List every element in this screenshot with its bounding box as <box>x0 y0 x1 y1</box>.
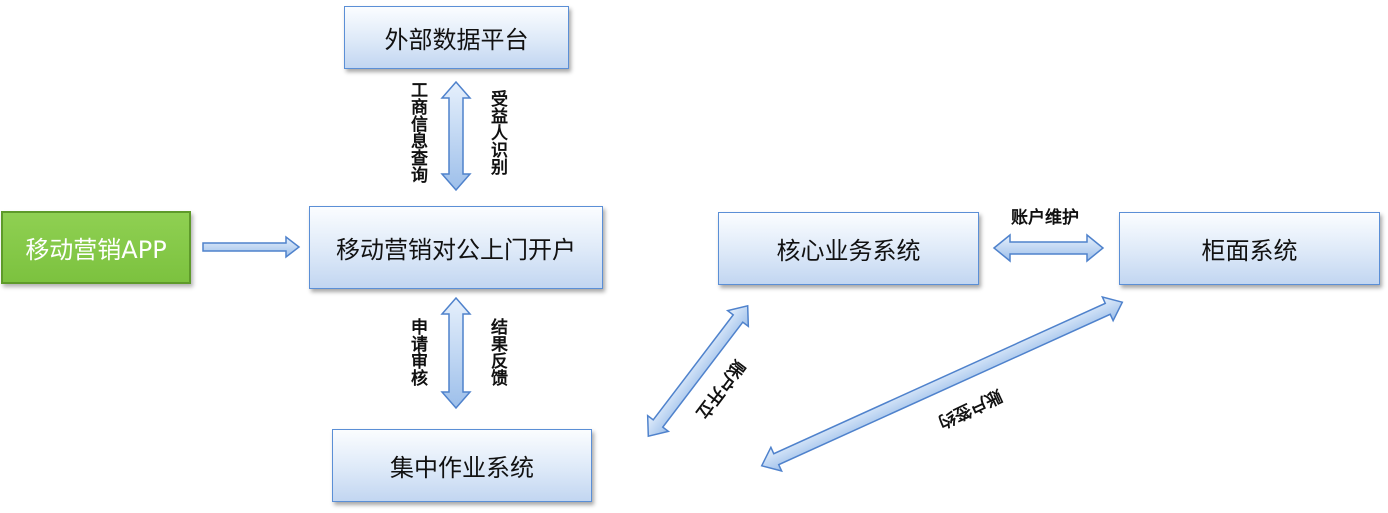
node-mobile-open-account: 移动营销对公上门开户 <box>309 206 603 289</box>
node-label: 核心业务系统 <box>776 237 921 265</box>
edge-label-application-review: 申请审核 <box>407 318 427 386</box>
node-label: 移动营销APP <box>25 236 167 264</box>
arrow-central-core <box>646 304 750 438</box>
node-label: 集中作业系统 <box>390 454 534 482</box>
edge-label-result-feedback: 结果反馈 <box>487 318 507 386</box>
node-label: 外部数据平台 <box>384 26 529 54</box>
arrow-central-counter <box>760 295 1124 473</box>
node-central-operation-system: 集中作业系统 <box>332 429 592 502</box>
node-counter-system: 柜面系统 <box>1119 212 1380 285</box>
node-external-data-platform: 外部数据平台 <box>344 6 569 69</box>
arrow-app-mobile <box>202 235 301 259</box>
arrow-mobile-central <box>440 296 472 410</box>
node-mobile-marketing-app: 移动营销APP <box>1 211 191 284</box>
node-label: 柜面系统 <box>1201 237 1298 265</box>
arrow-external-mobile <box>440 80 472 192</box>
edge-label-business-info-query: 工商信息查询 <box>407 81 427 183</box>
edge-label-beneficiary-identification: 受益人识别 <box>487 90 507 175</box>
node-label: 移动营销对公上门开户 <box>336 236 576 264</box>
arrow-core-counter <box>992 233 1105 263</box>
node-core-business-system: 核心业务系统 <box>718 212 979 285</box>
edge-label-account-maintenance: 账户维护 <box>1011 208 1079 228</box>
